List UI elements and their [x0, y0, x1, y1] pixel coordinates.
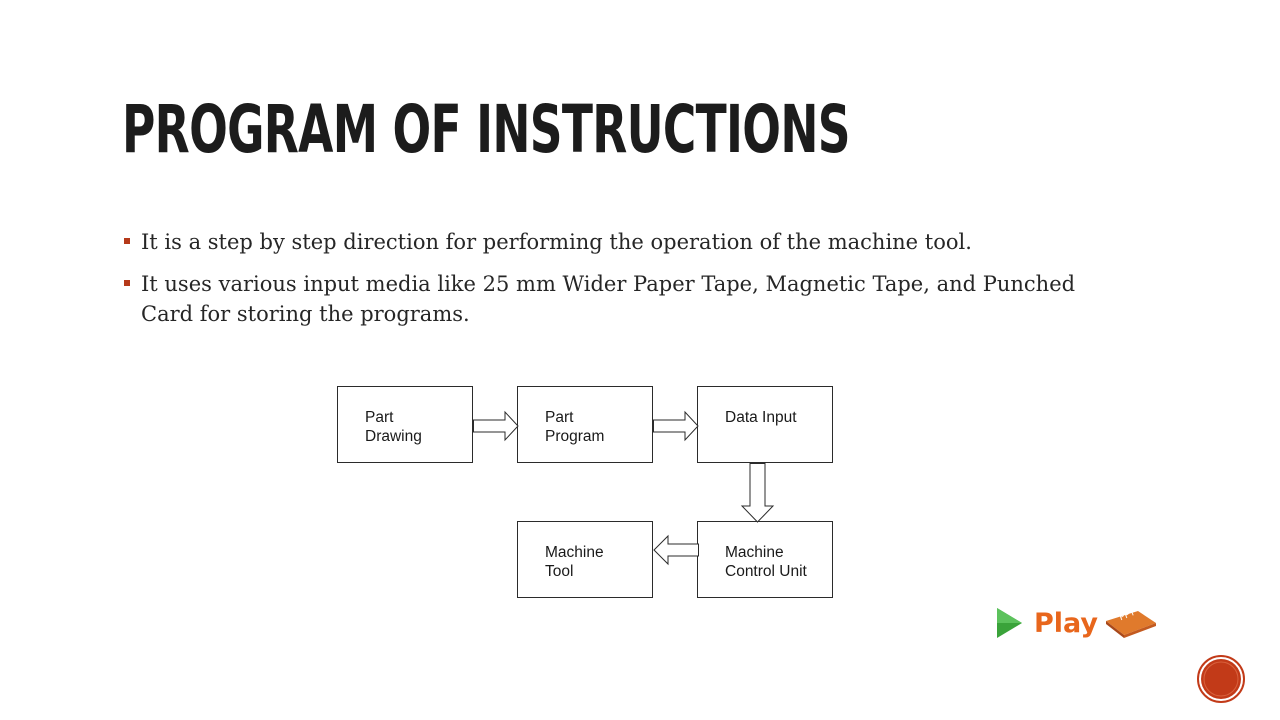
- bullet-marker-icon: [124, 238, 130, 244]
- play-triangle-icon: [997, 608, 1022, 638]
- bullet-list: It is a step by step direction for perfo…: [122, 227, 1122, 341]
- flow-arrow-right: [473, 410, 519, 442]
- flow-box-label: Part: [365, 409, 394, 426]
- flow-arrow-right: [653, 410, 699, 442]
- flow-box-label: Data Input: [725, 409, 797, 426]
- bullet-text: It uses various input media like 25 mm W…: [141, 272, 1076, 326]
- flow-box-label: Part: [545, 409, 574, 426]
- flow-box-label: Tool: [545, 563, 574, 580]
- circle-badge-icon[interactable]: [1196, 654, 1246, 704]
- ppt-logo-icon: [1106, 611, 1156, 638]
- bullet-item: It is a step by step direction for perfo…: [122, 227, 1122, 257]
- flow-box-data-input: Data Input: [697, 386, 833, 463]
- bullet-marker-icon: [124, 280, 130, 286]
- flow-box-label: Program: [545, 428, 605, 445]
- bullet-item: It uses various input media like 25 mm W…: [122, 269, 1122, 329]
- flow-arrow-down: [740, 463, 775, 523]
- flow-box-label: Drawing: [365, 428, 422, 445]
- slide-title: PROGRAM OF INSTRUCTIONS: [122, 91, 851, 168]
- flow-arrow-left: [653, 534, 699, 566]
- flow-box-machine-control-unit: Machine Control Unit: [697, 521, 833, 598]
- play-button[interactable]: Play: [994, 604, 1158, 644]
- bullet-text: It is a step by step direction for perfo…: [141, 230, 972, 254]
- flow-box-label: Machine: [725, 544, 784, 561]
- flow-box-machine-tool: Machine Tool: [517, 521, 653, 598]
- flow-box-part-program: Part Program: [517, 386, 653, 463]
- play-label: Play: [1034, 608, 1099, 639]
- flow-box-label: Control Unit: [725, 563, 807, 580]
- flow-box-label: Machine: [545, 544, 604, 561]
- flow-box-part-drawing: Part Drawing: [337, 386, 473, 463]
